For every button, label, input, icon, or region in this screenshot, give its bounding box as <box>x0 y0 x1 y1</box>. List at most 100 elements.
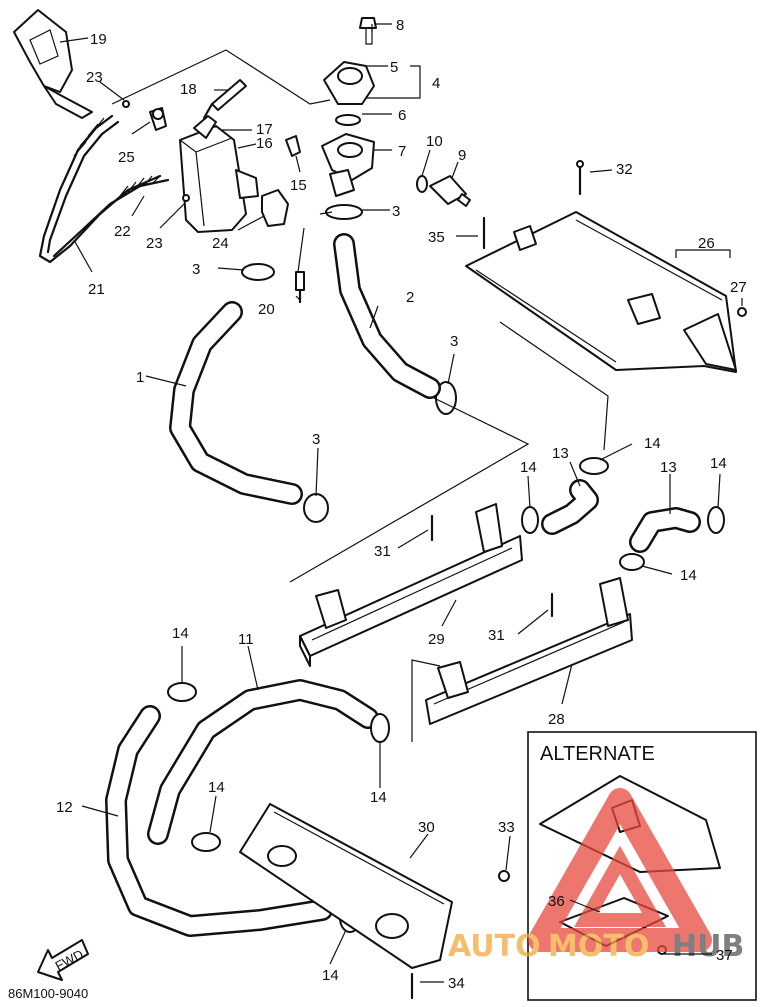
clamp-14-f <box>370 713 390 743</box>
label-31-lower: 31 <box>488 627 505 644</box>
gasket-10 <box>416 175 428 193</box>
label-36: 36 <box>548 893 565 910</box>
hose-13-right <box>629 507 701 553</box>
reservoir-tank-16 <box>179 125 259 233</box>
bolt-32 <box>576 160 584 196</box>
part-labels: 19 8 5 4 23 18 6 17 16 10 7 9 25 15 32 3… <box>8 17 747 1001</box>
thermostat-cover-5 <box>323 61 375 105</box>
clamp-14-a <box>521 506 539 534</box>
diagram-code: 86M100-9040 <box>8 986 88 1001</box>
label-17: 17 <box>256 121 273 138</box>
watermark-logo: AUTO MOTO HUB <box>448 788 744 964</box>
oil-cooler-28 <box>425 577 633 725</box>
label-19: 19 <box>90 31 107 48</box>
label-22: 22 <box>114 223 131 240</box>
label-9: 9 <box>458 147 466 164</box>
label-33: 33 <box>498 819 515 836</box>
label-24: 24 <box>212 235 229 252</box>
o-ring-6 <box>335 114 361 126</box>
label-14-g: 14 <box>208 779 225 796</box>
label-5: 5 <box>390 59 398 76</box>
hose-2 <box>333 233 441 399</box>
clamp-14-d <box>619 553 645 571</box>
label-13-left: 13 <box>552 445 569 462</box>
overflow-hose-21 <box>38 114 162 264</box>
label-3-mid: 3 <box>450 333 458 350</box>
alternate-title: ALTERNATE <box>540 743 655 765</box>
watermark-text-auto: AUTO <box>448 929 541 964</box>
clip-23-bottom <box>182 194 190 202</box>
label-4: 4 <box>432 75 440 92</box>
label-14-h: 14 <box>322 967 339 984</box>
label-28: 28 <box>548 711 565 728</box>
rod-18 <box>211 79 247 111</box>
label-14-a: 14 <box>520 459 537 476</box>
label-29: 29 <box>428 631 445 648</box>
label-13-right: 13 <box>660 459 677 476</box>
label-23-top: 23 <box>86 69 103 86</box>
reference-lines <box>111 49 609 742</box>
clamp-14-e <box>167 682 197 702</box>
clamp-3-left <box>241 263 275 281</box>
fitting-15 <box>285 135 301 157</box>
label-34: 34 <box>448 975 465 992</box>
bracket-19 <box>13 9 93 119</box>
bracket-24 <box>261 189 289 227</box>
label-2: 2 <box>406 289 414 306</box>
clamp-3-top <box>319 204 363 220</box>
label-11: 11 <box>238 631 254 648</box>
label-25: 25 <box>118 149 135 166</box>
label-35: 35 <box>428 229 445 246</box>
oil-cooler-29 <box>299 503 523 667</box>
hose-1 <box>169 301 303 505</box>
label-10: 10 <box>426 133 443 150</box>
label-12: 12 <box>56 799 73 816</box>
label-30: 30 <box>418 819 435 836</box>
leader-lines <box>59 23 743 983</box>
fitting-25 <box>149 107 167 131</box>
label-1: 1 <box>136 369 144 386</box>
clamp-14-c <box>707 506 725 534</box>
label-14-f: 14 <box>370 789 387 806</box>
label-20: 20 <box>258 301 275 318</box>
label-14-d: 14 <box>680 567 697 584</box>
watermark-text-hub: HUB <box>672 929 744 964</box>
label-14-b: 14 <box>644 435 661 452</box>
hose-13-left <box>541 479 599 535</box>
label-3-bottom: 3 <box>312 431 320 448</box>
watermark-text-moto: MOTO <box>548 929 649 964</box>
sensor-9 <box>429 175 471 207</box>
label-16: 16 <box>256 135 273 152</box>
label-7: 7 <box>398 143 406 160</box>
label-27: 27 <box>730 279 747 296</box>
label-14-e: 14 <box>172 625 189 642</box>
heat-exchanger-plate-26 <box>465 211 737 373</box>
bolt-33 <box>498 870 510 882</box>
label-3-top: 3 <box>392 203 400 220</box>
forward-arrow-icon <box>37 939 89 981</box>
label-26: 26 <box>698 235 715 252</box>
clip-23-top <box>122 100 130 108</box>
hose-11 <box>147 679 379 845</box>
overflow-hose-22 <box>52 175 170 258</box>
label-21: 21 <box>88 281 105 298</box>
fwd-label: FWD <box>53 946 86 973</box>
label-3-left: 3 <box>192 261 200 278</box>
bolt-27 <box>737 307 747 317</box>
label-8: 8 <box>396 17 404 34</box>
clamp-14-b <box>579 457 609 475</box>
label-14-c: 14 <box>710 455 727 472</box>
label-32: 32 <box>616 161 633 178</box>
label-37: 37 <box>716 947 733 964</box>
thermostat-housing-7 <box>321 133 375 197</box>
label-23-bottom: 23 <box>146 235 163 252</box>
hose-12 <box>105 705 333 937</box>
reservoir-cap-17 <box>193 102 217 139</box>
label-18: 18 <box>180 81 197 98</box>
clamp-3-bottom <box>303 493 329 523</box>
clamp-14-g <box>191 832 221 852</box>
label-15: 15 <box>290 177 307 194</box>
label-6: 6 <box>398 107 406 124</box>
bolt-8 <box>359 17 377 45</box>
